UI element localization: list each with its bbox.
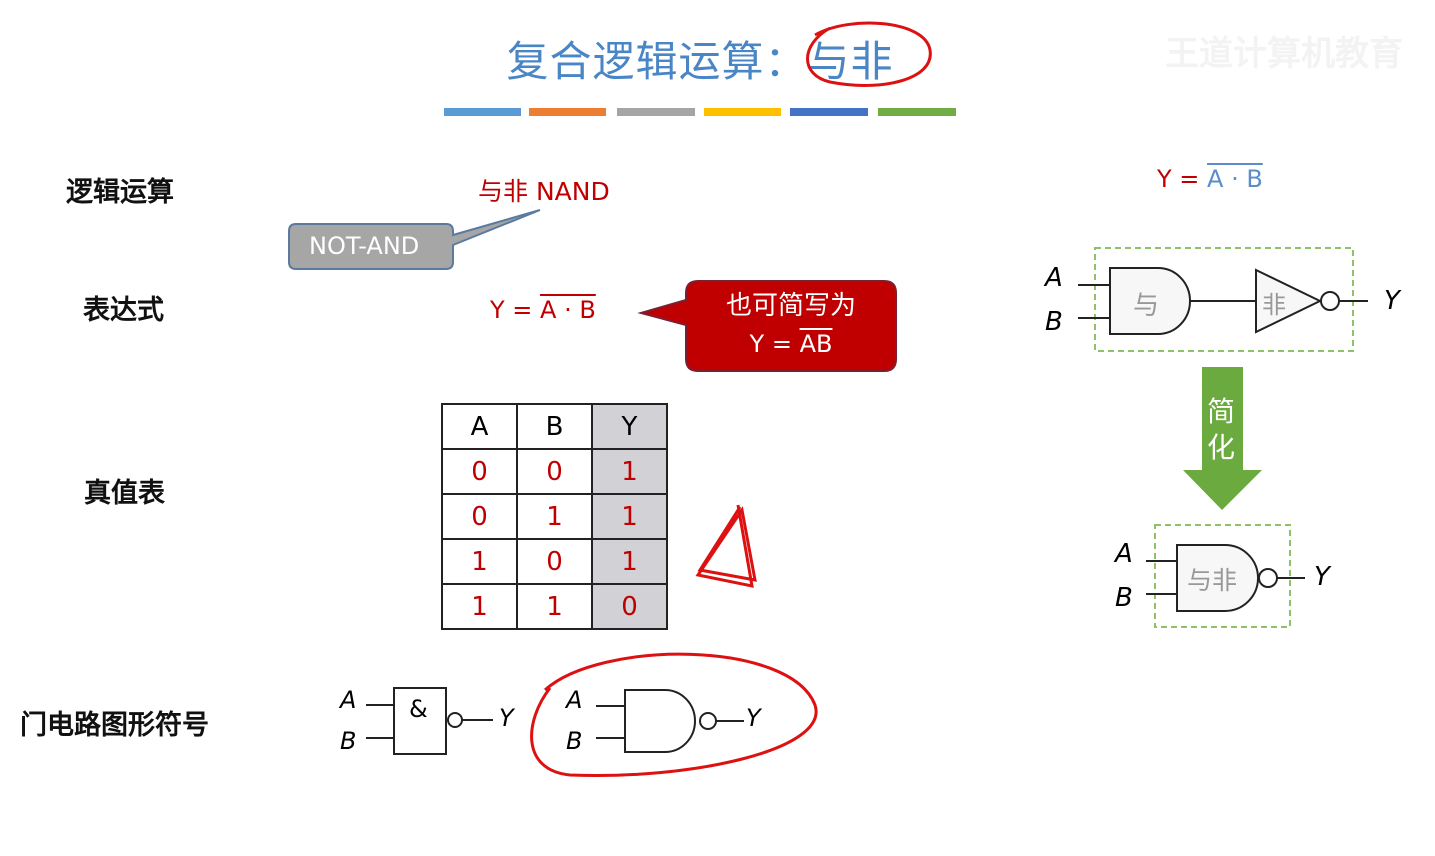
right-expr-rhs: A · B [1207, 165, 1263, 193]
right-bottom-input-a: A [1115, 539, 1133, 569]
title-annotation-circle [806, 21, 932, 87]
table-header: A B Y [441, 403, 668, 450]
nand-dashed-box [1154, 524, 1291, 628]
short-form-callout-shape [637, 280, 897, 372]
right-top-input-b: B [1045, 307, 1063, 337]
simplify-label: 简化 [1207, 394, 1235, 466]
short-rhs: AB [799, 330, 833, 358]
cell: 1 [591, 493, 668, 540]
short-form-callout: 也可简写为 Y = AB [686, 287, 896, 363]
header-b: B [516, 403, 593, 450]
right-bottom-output-y: Y [1314, 562, 1330, 592]
and-not-circuit [1078, 267, 1368, 335]
watermark: 王道计算机教育 [1165, 34, 1403, 74]
expression: Y = A · B [490, 296, 596, 324]
right-top-output-y: Y [1384, 286, 1400, 316]
short-lhs: Y = [749, 330, 800, 358]
not-gate-label: 非 [1262, 291, 1286, 319]
header-a: A [441, 403, 518, 450]
header-y: Y [591, 403, 668, 450]
color-bar-3 [617, 108, 695, 116]
right-top-input-a: A [1045, 263, 1063, 293]
expression-rhs: A · B [540, 296, 596, 324]
cell: 1 [591, 538, 668, 585]
simplify-char-1: 简 [1207, 395, 1236, 428]
iec-input-a: A [340, 686, 357, 714]
label-gate-symbol: 门电路图形符号 [20, 710, 209, 741]
simplify-char-2: 化 [1207, 431, 1236, 464]
cell: 0 [516, 448, 593, 495]
cell: 0 [591, 583, 668, 630]
nand-gate-label: 与非 [1187, 566, 1238, 595]
slide-title: 复合逻辑运算：与非 [0, 28, 1400, 89]
label-truth-table: 真值表 [84, 478, 165, 509]
iec-and-sign: & [409, 695, 428, 723]
color-bar-1 [444, 108, 521, 116]
cell: 0 [441, 493, 518, 540]
iec-output-y: Y [499, 704, 514, 732]
short-form-text: 也可简写为 [725, 291, 856, 321]
nand-circuit [1146, 544, 1305, 612]
nand-name: 与非 NAND [478, 177, 610, 206]
simplify-arrow [1183, 367, 1262, 510]
symbol-annotation-ellipse [530, 652, 818, 778]
cell: 1 [591, 448, 668, 495]
color-bar-2 [529, 108, 606, 116]
hand-drawn-triangle [695, 504, 757, 588]
iec-nand-symbol [366, 687, 493, 755]
ansi-input-b: B [566, 727, 583, 755]
cell: 1 [441, 583, 518, 630]
cell: 1 [516, 583, 593, 630]
cell: 1 [441, 538, 518, 585]
color-bar-5 [790, 108, 868, 116]
and-not-dashed-box [1094, 247, 1354, 352]
short-form-expression: Y = AB [686, 325, 896, 363]
iec-input-b: B [340, 727, 357, 755]
color-bar-4 [704, 108, 781, 116]
cell: 0 [516, 538, 593, 585]
cell: 1 [516, 493, 593, 540]
label-expression: 表达式 [83, 295, 164, 326]
and-gate-label: 与 [1133, 291, 1160, 321]
right-expression: Y = A · B [1157, 165, 1263, 193]
color-bar-6 [878, 108, 956, 116]
ansi-output-y: Y [746, 704, 761, 732]
title-prefix: 复合逻辑运算： [506, 37, 808, 86]
right-bottom-input-b: B [1115, 583, 1133, 613]
cell: 0 [441, 448, 518, 495]
expression-lhs: Y = [490, 296, 541, 324]
not-and-callout-shape [288, 209, 541, 270]
label-logic-op: 逻辑运算 [66, 177, 174, 208]
not-and-callout: NOT-AND [309, 232, 420, 260]
ansi-nand-symbol [596, 689, 744, 753]
ansi-input-a: A [566, 686, 583, 714]
right-expr-lhs: Y = [1157, 165, 1208, 193]
